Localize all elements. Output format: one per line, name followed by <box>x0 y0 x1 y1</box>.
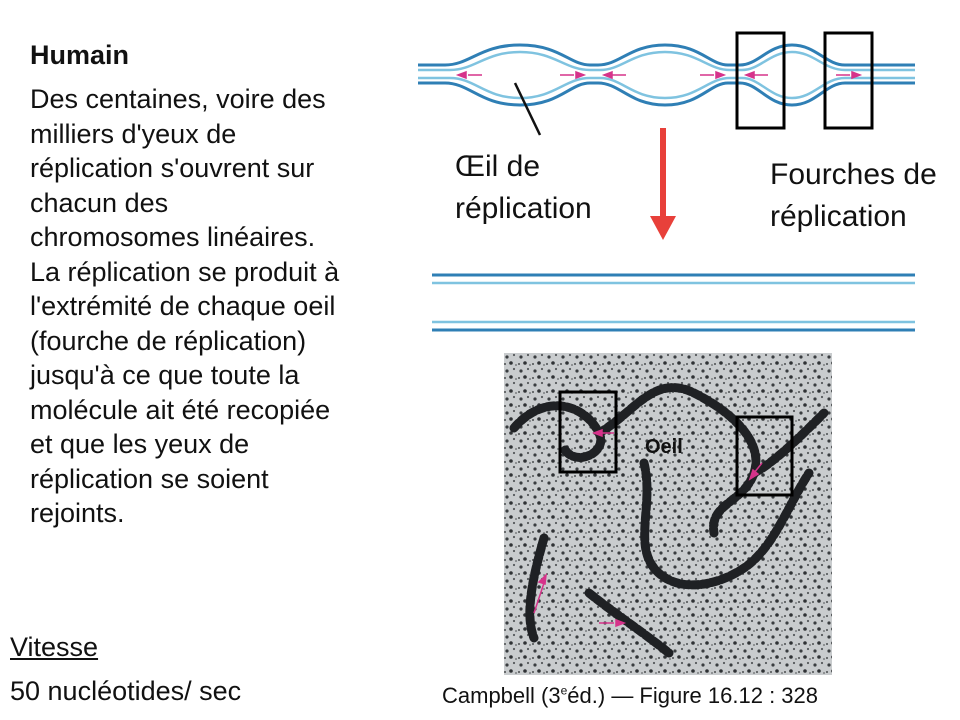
replicated-dna <box>432 273 915 332</box>
micrograph-eye-label: Oeil <box>645 436 683 458</box>
fork-arrow <box>601 70 626 80</box>
micrograph-arrow <box>599 618 627 628</box>
speed-label: Vitesse <box>10 632 99 662</box>
dna-strand-bottom <box>418 81 915 107</box>
micrograph-box-left <box>558 390 618 474</box>
figure-credit: Campbell (3eéd.) — Figure 16.12 : 328 <box>442 683 818 708</box>
panel-title: Humain <box>30 40 130 70</box>
micrograph-arrow <box>533 572 547 614</box>
speed-value: 50 nucléotides/ sec <box>10 676 242 706</box>
dna-strand-top-inner <box>418 50 915 72</box>
eye-label: Œil de réplication <box>455 150 592 225</box>
eye-pointer-line <box>513 82 542 136</box>
fork-arrow <box>743 70 768 80</box>
electron-micrograph <box>504 353 832 675</box>
micrograph-arrow <box>748 462 763 481</box>
fork-arrow <box>700 70 727 80</box>
explanation-text: Des centaines, voire des milliers d'yeux… <box>30 84 340 528</box>
fork-box-left <box>735 31 786 130</box>
forks-label: Fourches de réplication <box>770 158 937 233</box>
micrograph-box-right <box>735 415 794 497</box>
dna-strand-bottom-inner <box>418 76 915 100</box>
fork-arrow <box>836 70 863 80</box>
fork-arrow <box>560 70 587 80</box>
fork-box-right <box>823 31 874 130</box>
dna-strand-top <box>418 43 915 67</box>
micrograph-arrow <box>591 428 614 438</box>
transition-arrow-head <box>650 216 676 240</box>
fork-arrow <box>455 70 482 80</box>
